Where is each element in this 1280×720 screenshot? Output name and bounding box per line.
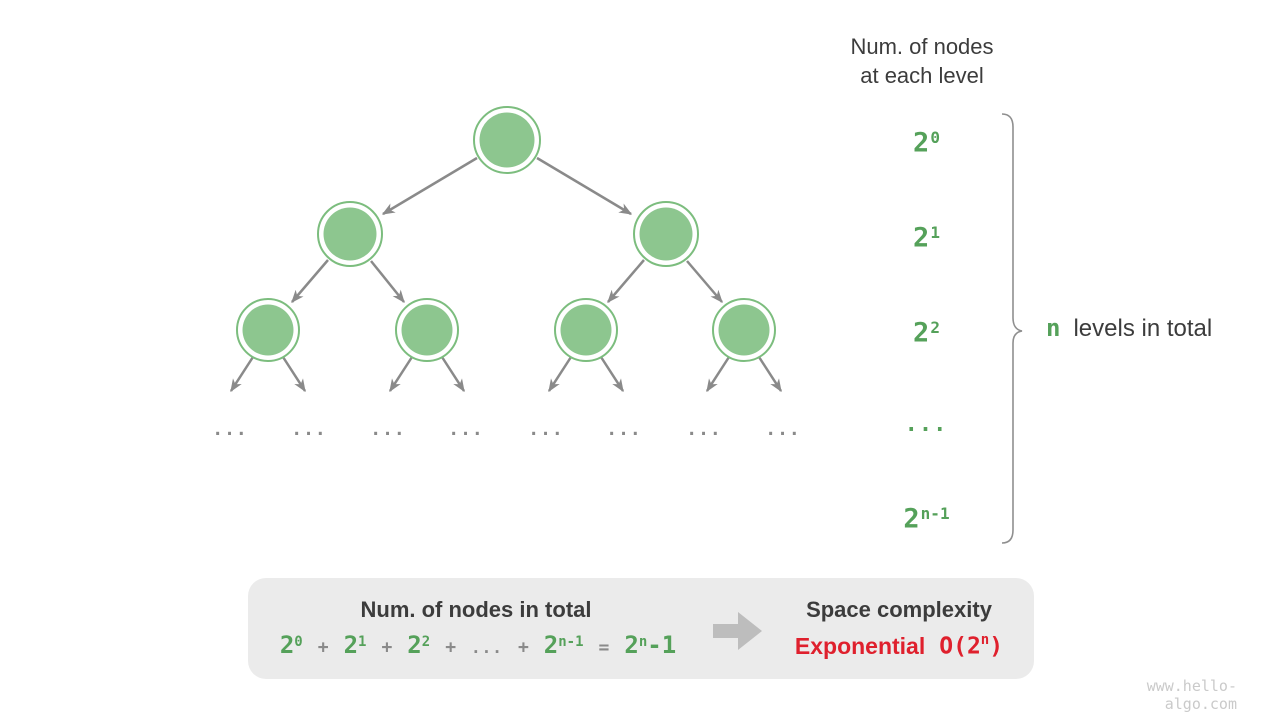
complexity-name: Exponential bbox=[794, 633, 926, 659]
tree-edge bbox=[281, 356, 307, 393]
tree-edge bbox=[229, 356, 255, 393]
space-complexity-title: Space complexity bbox=[806, 597, 992, 622]
formula-operator: + bbox=[517, 637, 529, 658]
formula-operator: + bbox=[445, 637, 457, 658]
summary-box bbox=[248, 578, 1034, 679]
tree-edge bbox=[599, 356, 625, 393]
level-label-1: 21 bbox=[913, 222, 940, 254]
tree-node bbox=[236, 298, 300, 362]
tree-ellipsis: ... bbox=[686, 419, 722, 440]
formula-term: 20 bbox=[279, 631, 303, 659]
brace-label-n: n bbox=[1046, 314, 1061, 342]
tree-edge bbox=[440, 356, 466, 393]
tree-ellipsis: ... bbox=[291, 419, 327, 440]
level-label-2: 22 bbox=[913, 317, 940, 349]
watermark: www.hello-algo.com bbox=[1146, 677, 1237, 713]
formula-operator: = bbox=[598, 637, 610, 658]
brace-label: n levels in total bbox=[1046, 314, 1212, 343]
level-label-0: 20 bbox=[913, 127, 940, 159]
tree-node bbox=[317, 201, 383, 267]
tree-ellipsis: ... bbox=[370, 419, 406, 440]
levels-header: Num. of nodes at each level bbox=[810, 32, 1034, 90]
nodes-total-title: Num. of nodes in total bbox=[360, 597, 592, 622]
level-label-n-1: 2n-1 bbox=[903, 503, 950, 535]
tree-ellipsis: ... bbox=[606, 419, 642, 440]
formula-term: 21 bbox=[343, 631, 367, 659]
levels-header-line2: at each level bbox=[860, 63, 984, 88]
formula-term: 2n-1 bbox=[543, 631, 584, 659]
formula-operator: + bbox=[381, 637, 393, 658]
tree-edge bbox=[607, 259, 645, 303]
tree-ellipsis: ... bbox=[448, 419, 484, 440]
formula-term: 22 bbox=[407, 631, 431, 659]
brace-label-text: levels in total bbox=[1073, 315, 1213, 342]
formula-term: 2n-1 bbox=[624, 631, 677, 659]
complexity-label: Exponential O(2n) bbox=[779, 632, 1019, 660]
levels-header-line1: Num. of nodes bbox=[850, 34, 994, 59]
tree-edge bbox=[757, 356, 783, 393]
formula-ellipsis: ... bbox=[471, 638, 503, 657]
tree-node-root bbox=[473, 106, 541, 174]
tree-node bbox=[633, 201, 699, 267]
tree-edge bbox=[547, 356, 573, 393]
tree-node bbox=[395, 298, 459, 362]
tree-ellipsis: ... bbox=[528, 419, 564, 440]
tree-edge bbox=[381, 156, 478, 216]
tree-edge bbox=[686, 260, 723, 303]
formula-operator: + bbox=[317, 637, 329, 658]
tree-edge bbox=[536, 156, 633, 216]
levels-brace bbox=[1001, 113, 1023, 544]
tree-node bbox=[712, 298, 776, 362]
tree-edge bbox=[370, 260, 405, 304]
complexity-notation: O(2n) bbox=[939, 632, 1004, 660]
nodes-total-formula: 20 + 21 + 22 + ... + 2n-1 = 2n-1 bbox=[278, 631, 678, 659]
level-label-dots: ... bbox=[904, 412, 948, 437]
tree-edges bbox=[229, 156, 783, 393]
tree-ellipsis: ... bbox=[765, 419, 801, 440]
tree-edge bbox=[705, 356, 731, 393]
tree-edge bbox=[291, 259, 329, 303]
tree-ellipsis: ... bbox=[212, 419, 248, 440]
tree-edge bbox=[388, 356, 414, 393]
tree-node bbox=[554, 298, 618, 362]
